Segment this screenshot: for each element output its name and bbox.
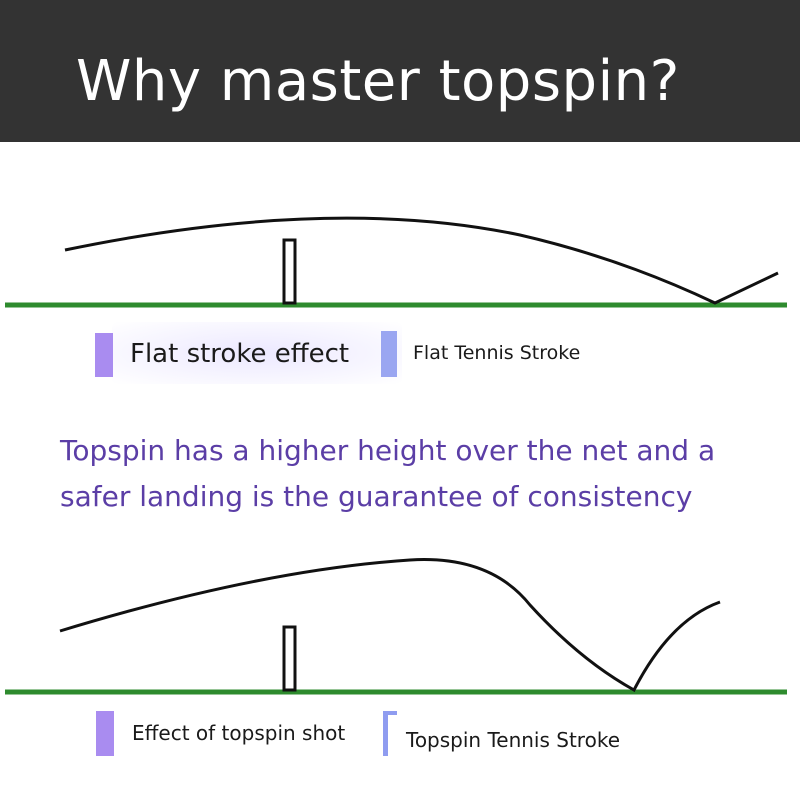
flat-effect-marker bbox=[95, 333, 113, 377]
flat-stroke-diagram bbox=[5, 216, 787, 308]
explanation-caption: Topspin has a higher height over the net… bbox=[60, 434, 716, 513]
flat-ball-trajectory bbox=[64, 216, 779, 305]
page-title: Why master topspin? bbox=[76, 49, 680, 114]
title-banner: Why master topspin? bbox=[0, 0, 800, 142]
topspin-effect-marker bbox=[96, 711, 114, 756]
flat-stroke-label: Flat Tennis Stroke bbox=[413, 342, 581, 364]
flat-effect-label: Flat stroke effect bbox=[130, 339, 350, 369]
topspin-diagram bbox=[5, 558, 787, 695]
flat-net-post bbox=[282, 238, 297, 305]
topspin-stroke-marker-cap bbox=[383, 711, 397, 715]
topspin-net-post bbox=[282, 625, 297, 692]
topspin-stroke-label: Topspin Tennis Stroke bbox=[406, 728, 620, 752]
flat-effect-label-highlight bbox=[112, 322, 402, 384]
topspin-ball-trajectory bbox=[59, 558, 721, 693]
topspin-effect-label: Effect of topspin shot bbox=[132, 721, 346, 745]
flat-stroke-marker bbox=[381, 331, 397, 377]
topspin-stroke-marker bbox=[383, 711, 388, 756]
